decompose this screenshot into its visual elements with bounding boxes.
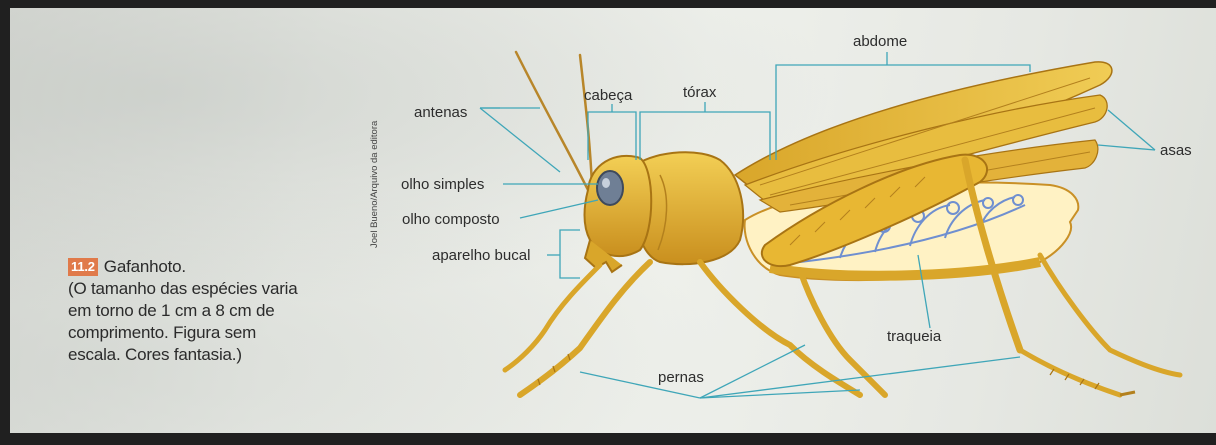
label-olho-simples: olho simples bbox=[401, 176, 484, 193]
label-pernas: pernas bbox=[658, 369, 704, 386]
antennae bbox=[516, 52, 592, 190]
label-asas: asas bbox=[1160, 142, 1192, 159]
label-traqueia: traqueia bbox=[887, 328, 942, 345]
label-antenas: antenas bbox=[414, 104, 467, 121]
label-abdome: abdome bbox=[853, 33, 907, 50]
label-cabeca: cabeça bbox=[584, 87, 633, 104]
eye-highlight bbox=[602, 178, 610, 188]
head bbox=[585, 156, 652, 272]
compound-eye bbox=[597, 171, 623, 205]
label-olho-composto: olho composto bbox=[402, 211, 500, 228]
label-torax: tórax bbox=[683, 84, 717, 101]
label-aparelho-bucal: aparelho bucal bbox=[432, 247, 530, 264]
